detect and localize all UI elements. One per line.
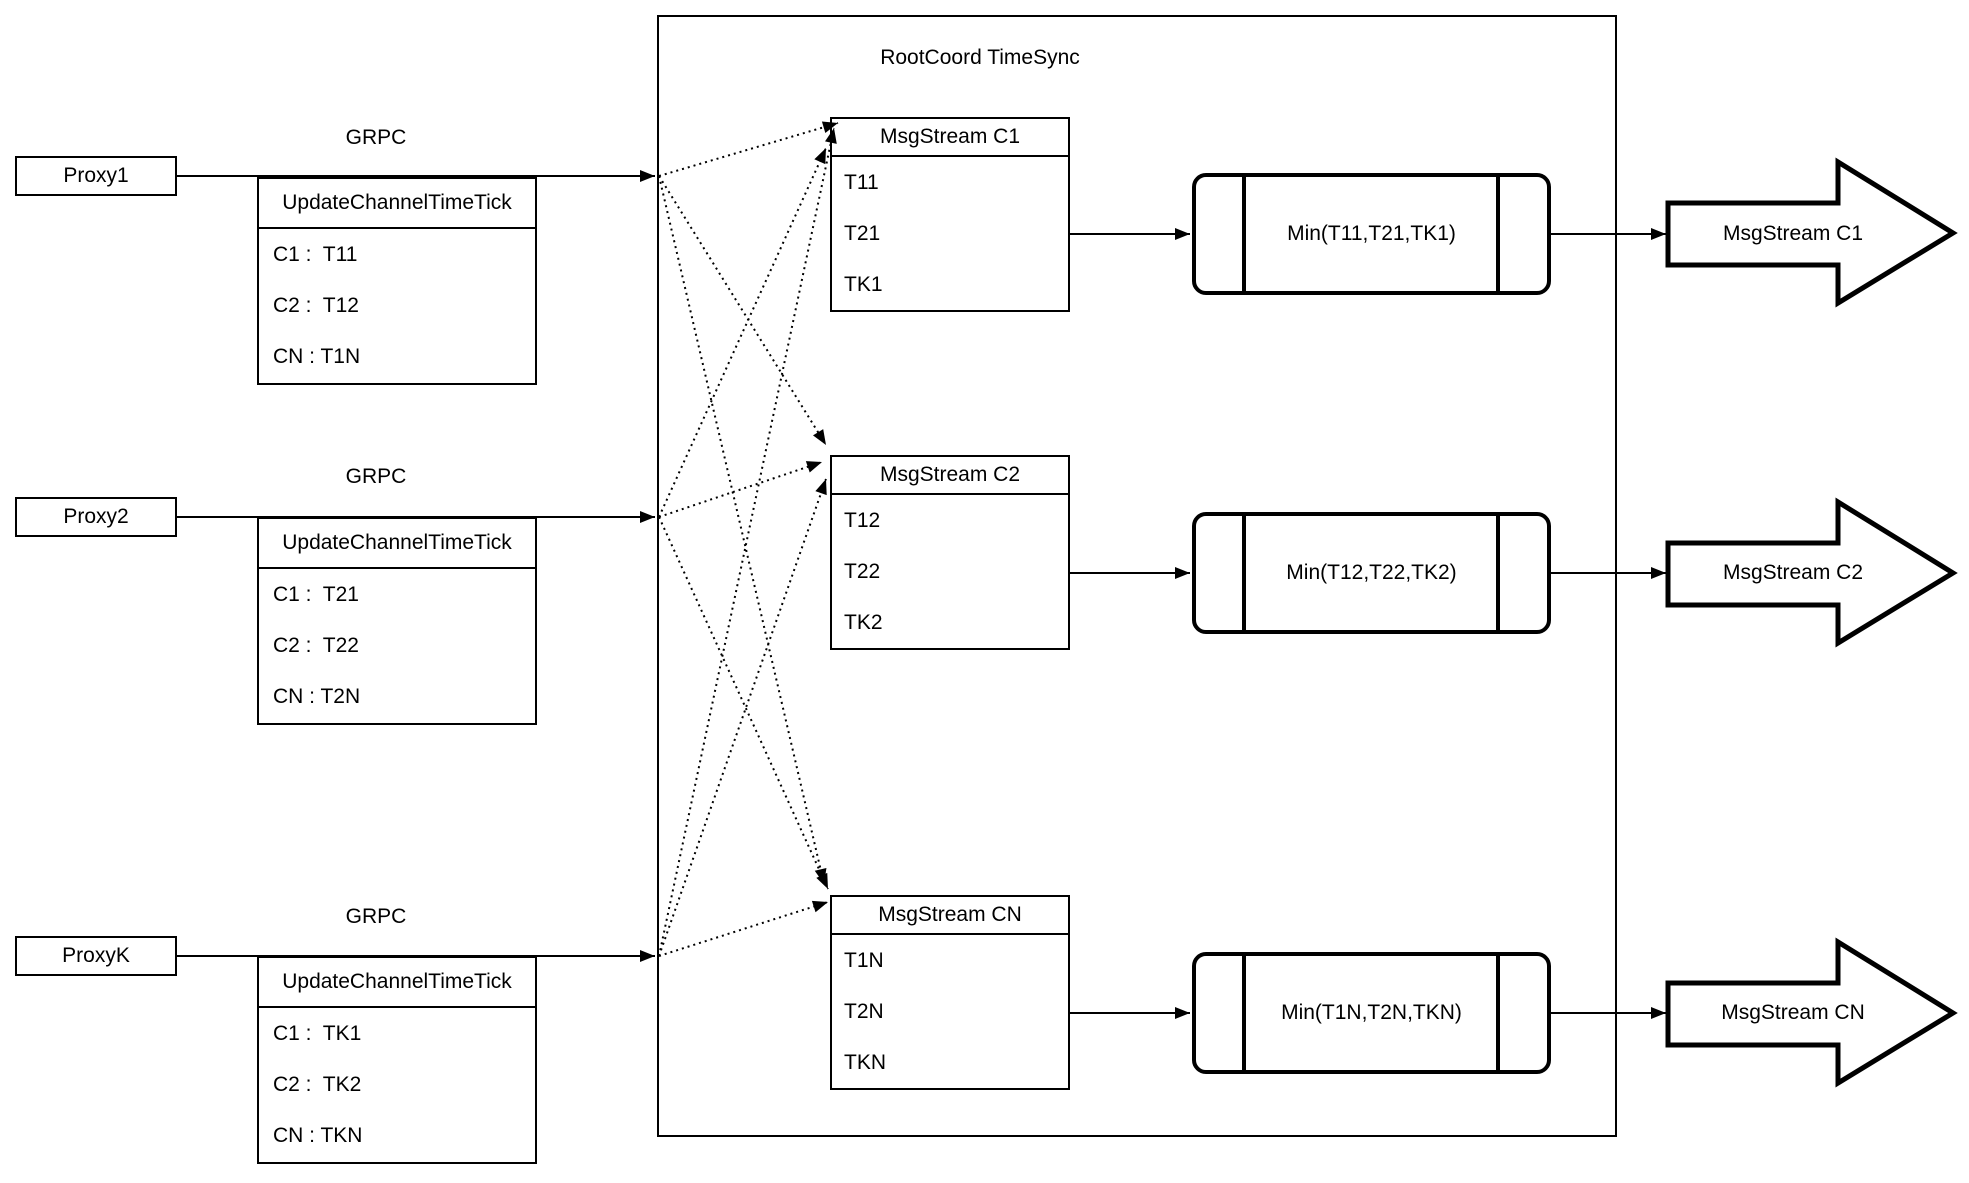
msgstream-c2-header: MsgStream C2 — [832, 457, 1068, 495]
msgstream-cn-row3: TKN — [844, 1050, 886, 1074]
proxy2-label: Proxy2 — [63, 505, 129, 528]
msgstream-c2-row2: T22 — [844, 559, 881, 583]
proxy1-row-cn: CN : T1N — [273, 345, 361, 369]
proxyk-timetick-table: UpdateChannelTimeTick C1 : TK1 C2 : TK2 … — [257, 956, 537, 1164]
proxy1-row-c1: C1 : T11 — [273, 242, 358, 266]
min-c2-right-divider — [1496, 516, 1500, 630]
rootcoord-title: RootCoord TimeSync — [880, 46, 1080, 69]
msgstream-cn-table: MsgStream CN T1N T2N TKN — [830, 895, 1070, 1090]
msgstream-c1-table: MsgStream C1 T11 T21 TK1 — [830, 117, 1070, 312]
proxy2-row-cn: CN : T2N — [273, 685, 361, 709]
msgstream-c1-header: MsgStream C1 — [832, 119, 1068, 157]
proxy2-box: Proxy2 — [15, 497, 177, 537]
msgstream-c1-row2: T21 — [844, 221, 881, 245]
msgstream-c2-row1: T12 — [844, 508, 881, 532]
msgstream-cn-row2: T2N — [844, 999, 884, 1023]
proxyk-row-cn: CN : TKN — [273, 1124, 363, 1148]
min-cn-left-divider — [1242, 956, 1246, 1070]
msgstream-cn-header: MsgStream CN — [832, 897, 1068, 935]
min-c2-box: Min(T12,T22,TK2) — [1192, 512, 1551, 634]
proxy1-box: Proxy1 — [15, 156, 177, 196]
min-cn-right-divider — [1496, 956, 1500, 1070]
min-c1-label: Min(T11,T21,TK1) — [1287, 222, 1456, 245]
msgstream-c1-row3: TK1 — [844, 272, 883, 296]
min-cn-label: Min(T1N,T2N,TKN) — [1281, 1001, 1462, 1024]
proxy1-table-header: UpdateChannelTimeTick — [259, 179, 535, 229]
min-cn-box: Min(T1N,T2N,TKN) — [1192, 952, 1551, 1074]
msgstream-c2-row3: TK2 — [844, 610, 883, 634]
proxy2-row-c1: C1 : T21 — [273, 582, 359, 606]
proxy2-timetick-table: UpdateChannelTimeTick C1 : T21 C2 : T22 … — [257, 517, 537, 725]
msgstream-c2-table: MsgStream C2 T12 T22 TK2 — [830, 455, 1070, 650]
proxyk-box: ProxyK — [15, 936, 177, 976]
min-c1-box: Min(T11,T21,TK1) — [1192, 173, 1551, 295]
proxyk-table-header: UpdateChannelTimeTick — [259, 958, 535, 1008]
grpc-label-1: GRPC — [345, 126, 407, 149]
proxy1-row-c2: C2 : T12 — [273, 293, 359, 317]
min-c2-label: Min(T12,T22,TK2) — [1286, 561, 1457, 584]
proxy1-label: Proxy1 — [63, 164, 129, 187]
proxy2-row-c2: C2 : T22 — [273, 633, 359, 657]
grpc-label-3: GRPC — [345, 905, 407, 928]
min-c1-right-divider — [1496, 177, 1500, 291]
min-c2-left-divider — [1242, 516, 1246, 630]
proxyk-row-c2: C2 : TK2 — [273, 1072, 362, 1096]
msgstream-c1-out-label: MsgStream C1 — [1722, 222, 1864, 245]
grpc-label-2: GRPC — [345, 465, 407, 488]
msgstream-c1-row1: T11 — [844, 170, 879, 194]
msgstream-c2-out-label: MsgStream C2 — [1722, 561, 1864, 584]
proxyk-row-c1: C1 : TK1 — [273, 1021, 362, 1045]
msgstream-cn-row1: T1N — [844, 948, 884, 972]
proxy2-table-header: UpdateChannelTimeTick — [259, 519, 535, 569]
msgstream-cn-out-label: MsgStream CN — [1721, 1001, 1865, 1024]
proxyk-label: ProxyK — [62, 944, 130, 967]
proxy1-timetick-table: UpdateChannelTimeTick C1 : T11 C2 : T12 … — [257, 177, 537, 385]
min-c1-left-divider — [1242, 177, 1246, 291]
